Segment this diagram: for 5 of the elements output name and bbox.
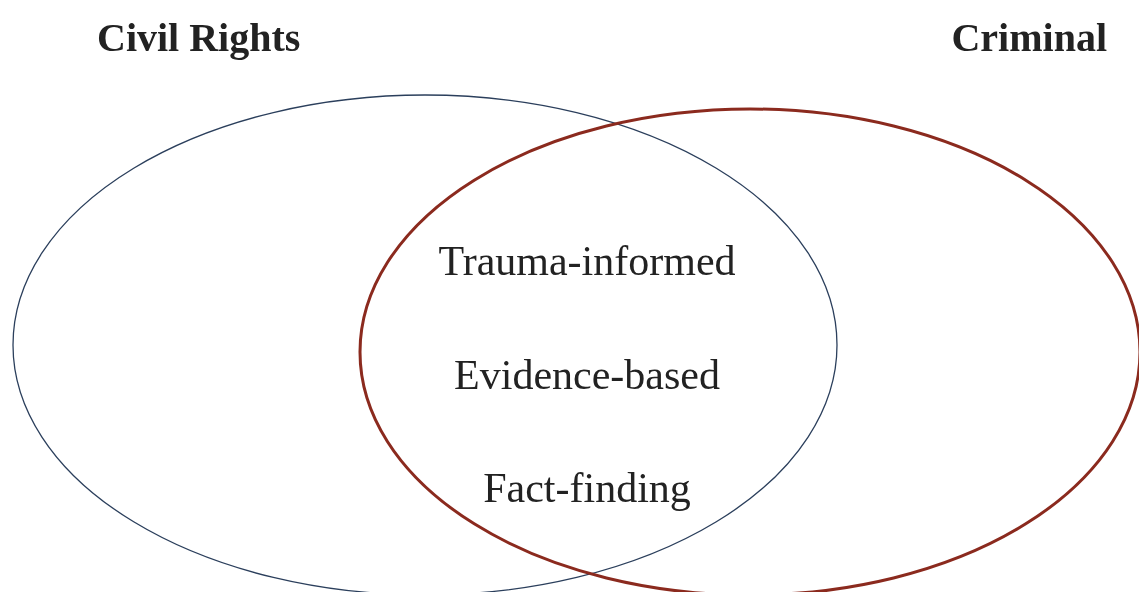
overlap-label: Fact-finding: [483, 467, 691, 509]
set-heading: Civil Rights: [97, 18, 301, 58]
overlap-label: Trauma-informed: [438, 240, 736, 282]
set-heading: Criminal: [951, 18, 1107, 58]
overlap-label: Evidence-based: [454, 354, 720, 396]
